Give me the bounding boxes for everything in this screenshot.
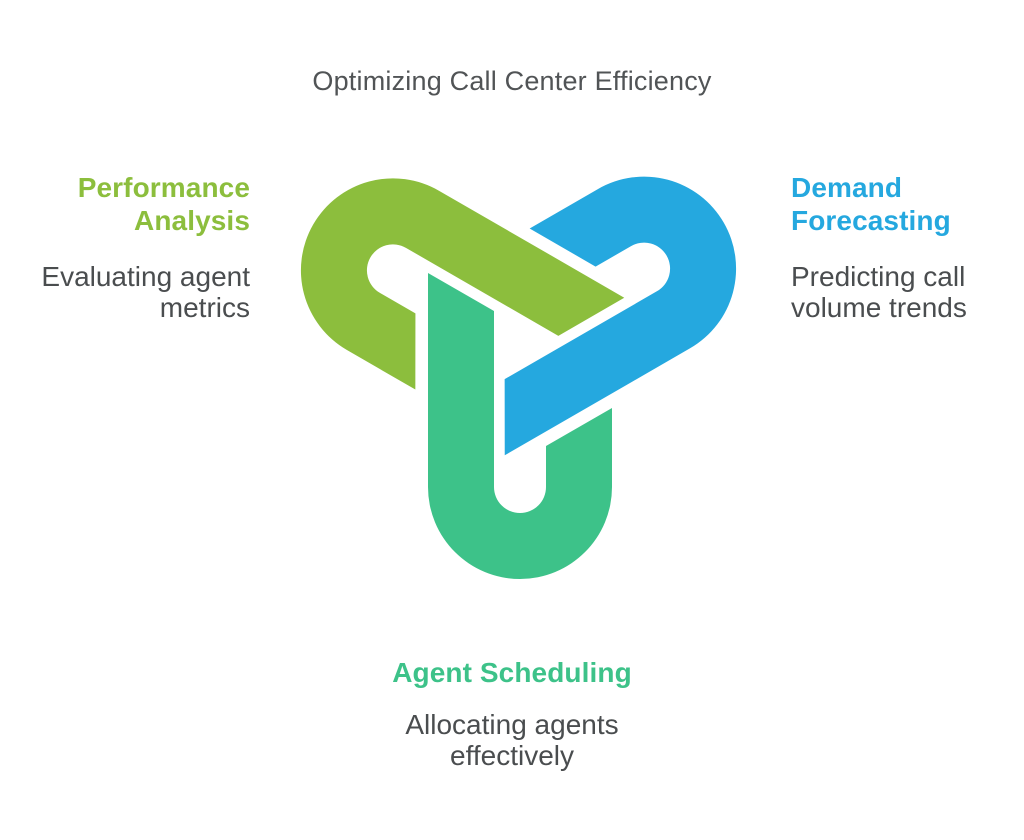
- section-performance-analysis: Performance Analysis Evaluating agent me…: [41, 171, 250, 323]
- section-agent-scheduling: Agent Scheduling Allocating agents effec…: [0, 656, 1024, 771]
- section-heading-demand: Demand Forecasting: [791, 171, 967, 237]
- desc-line: metrics: [159, 292, 250, 323]
- desc-line: Predicting call: [791, 261, 966, 292]
- heading-line: Forecasting: [791, 205, 951, 236]
- desc-line: Evaluating agent: [41, 261, 250, 292]
- desc-line: effectively: [450, 740, 574, 771]
- page-title: Optimizing Call Center Efficiency: [312, 66, 712, 96]
- heading-line: Agent Scheduling: [392, 657, 632, 688]
- section-desc-performance: Evaluating agent metrics: [41, 261, 250, 323]
- section-demand-forecasting: Demand Forecasting Predicting call volum…: [791, 171, 967, 323]
- heading-line: Analysis: [134, 205, 250, 236]
- heading-line: Performance: [77, 172, 250, 203]
- heading-line: Demand: [791, 172, 903, 203]
- section-desc-demand: Predicting call volume trends: [791, 261, 967, 323]
- desc-line: Allocating agents: [405, 709, 619, 740]
- section-desc-scheduling: Allocating agents effectively: [0, 709, 1024, 771]
- desc-line: volume trends: [791, 292, 967, 323]
- section-heading-performance: Performance Analysis: [41, 171, 250, 237]
- section-heading-scheduling: Agent Scheduling: [0, 656, 1024, 689]
